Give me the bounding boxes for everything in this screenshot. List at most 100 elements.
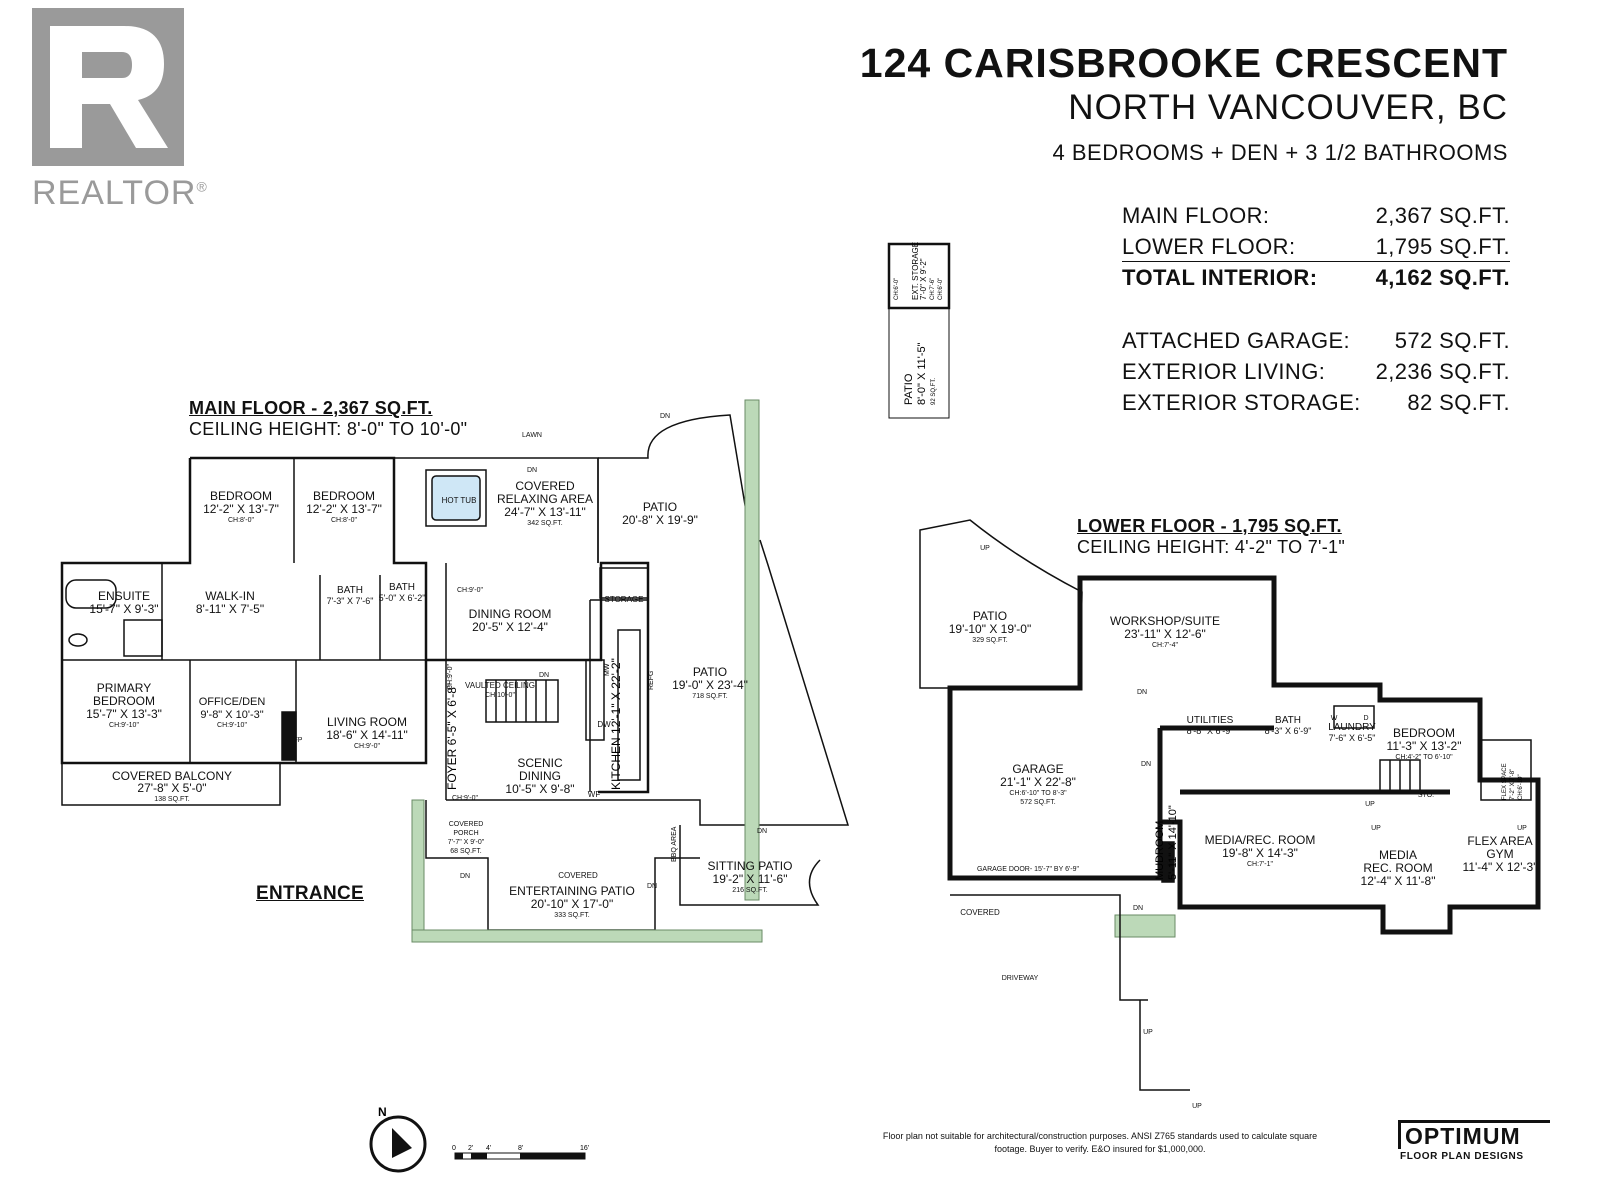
- room-dims: 20'-8" X 19'-9": [622, 513, 698, 527]
- ext-storage-labels: EXT. STORAGE 7'-0" X 9'-2" CH:7'-6" CH:6…: [894, 242, 944, 405]
- realtor-logo-mark: [32, 8, 184, 166]
- area-row-total: TOTAL INTERIOR:4,162 SQ.FT.: [1122, 262, 1510, 293]
- hot-tub-label: HOT TUB: [442, 496, 477, 505]
- area-label: EXTERIOR STORAGE:: [1122, 389, 1361, 415]
- room-dims: 11'-4" X 12'-3": [1463, 860, 1538, 874]
- microwave-label: MW: [604, 663, 611, 676]
- room-name: SITTING PATIO: [708, 859, 793, 873]
- ext-patio-name: PATIO: [903, 373, 915, 405]
- stair-down-label: DN: [1133, 905, 1143, 912]
- ext-storage-drawing: [887, 242, 951, 419]
- room-sqft: 333 SQ.FT.: [554, 912, 589, 919]
- garage-door-label: GARAGE DOOR- 15'-7" BY 6'-9": [977, 866, 1080, 873]
- stair-down-label: DN: [539, 672, 549, 679]
- room-name: LIVING ROOM: [327, 715, 407, 729]
- room-ceiling: CH:4'-2" TO 6'-10": [1395, 754, 1453, 761]
- room-name: GARAGE: [1012, 762, 1063, 776]
- ext-storage-name: EXT. STORAGE: [911, 242, 920, 300]
- main-floor-heading: MAIN FLOOR - 2,367 SQ.FT. CEILING HEIGHT…: [189, 398, 467, 440]
- lower-floor-ceiling: CEILING HEIGHT: 4'-2" TO 7'-1": [1077, 537, 1346, 557]
- stair-up-label: UP: [1371, 825, 1381, 832]
- room-name: MEDIA/REC. ROOM: [1205, 833, 1316, 847]
- stair-down-label: DN: [757, 828, 767, 835]
- scale-tick-label: 2': [468, 1145, 473, 1152]
- area-value: 82 SQ.FT.: [1407, 389, 1510, 415]
- room-dims: 19'-2" X 11'-6": [713, 872, 788, 886]
- ext-storage-ceiling: CH:7'-6": [930, 278, 936, 300]
- room-dims: 11'-3" X 13'-2": [1387, 739, 1462, 753]
- room-dims: 23'-11" X 12'-6": [1124, 627, 1206, 641]
- ext-storage-dims: 7'-0" X 9'-2": [919, 258, 928, 300]
- room-name: OFFICE/DEN: [199, 696, 266, 708]
- area-summary-table: MAIN FLOOR:2,367 SQ.FT. LOWER FLOOR:1,79…: [1122, 200, 1510, 418]
- room-dims: 19'-10" X 19'-0": [949, 622, 1031, 636]
- dryer-label: D: [1363, 715, 1368, 722]
- room-sqft: 342 SQ.FT.: [527, 520, 562, 527]
- area-value: 2,367 SQ.FT.: [1375, 203, 1510, 228]
- room-dims: 12'-4" X 11'-8": [1361, 874, 1436, 888]
- lower-floor-walls: [947, 575, 1541, 935]
- scale-tick-label: 0: [452, 1145, 456, 1152]
- room-name-line2: BEDROOM: [93, 694, 155, 708]
- room-name-line2: REC. ROOM: [1363, 861, 1432, 875]
- fridge-label: REFG: [648, 671, 655, 690]
- room-name-line2: RELAXING AREA: [497, 492, 593, 506]
- flex-space-dims: 7'-2" X 7'-8": [1510, 769, 1516, 800]
- vaulted-ceiling-height: CH:10'-0": [485, 692, 515, 699]
- storage-label: STORAGE: [605, 595, 644, 604]
- area-row-main: MAIN FLOOR:2,367 SQ.FT.: [1122, 200, 1510, 231]
- area-row-garage: ATTACHED GARAGE:572 SQ.FT.: [1122, 325, 1510, 356]
- room-sqft: 718 SQ.FT.: [692, 693, 727, 700]
- room-name: PATIO: [973, 609, 1007, 623]
- room-sqft: 138 SQ.FT.: [154, 796, 189, 803]
- main-floor-walls: [60, 414, 850, 931]
- room-dims: 18'-6" X 14'-11": [326, 728, 408, 742]
- area-row-exterior-storage: EXTERIOR STORAGE: 82 SQ.FT.: [1122, 387, 1510, 418]
- room-dims: 21'-1" X 22'-8": [1000, 775, 1076, 789]
- room-name: ENTERTAINING PATIO: [509, 884, 635, 898]
- room-ceiling: CH:8'-0": [331, 517, 358, 524]
- room-dims: 19'-0" X 23'-4": [672, 678, 748, 692]
- stair-down-label: DN: [1141, 761, 1151, 768]
- foyer-label: FOYER 6'-5" X 6'-8": [445, 683, 459, 790]
- fireplace-label: FP: [1163, 861, 1172, 868]
- ext-patio-dims: 8'-0" X 11'-5": [916, 342, 928, 405]
- mudroom-label: MUDROOM: [1154, 821, 1166, 880]
- room-dims: 8'-8" X 6'-9": [1187, 726, 1234, 736]
- room-name: DINING ROOM: [469, 607, 552, 621]
- room-name: COVERED BALCONY: [112, 769, 232, 783]
- property-address: 124 CARISBROOKE CRESCENT: [859, 40, 1508, 86]
- stair-up-label: UP: [1365, 801, 1375, 808]
- area-value: 4,162 SQ.FT.: [1375, 264, 1510, 290]
- ext-storage-ceiling: CH:6'-0": [894, 278, 900, 300]
- room-dims: 15'-7" X 13'-3": [86, 707, 162, 721]
- scale-tick-label: 16': [580, 1145, 589, 1152]
- property-city: NORTH VANCOUVER, BC: [1068, 88, 1508, 127]
- room-dims: 19'-8" X 14'-3": [1222, 846, 1298, 860]
- wood-fire-label: WF: [588, 790, 601, 799]
- room-dims: 20'-10" X 17'-0": [531, 897, 613, 911]
- area-label: EXTERIOR LIVING:: [1122, 358, 1326, 384]
- disclaimer-text: Floor plan not suitable for architectura…: [882, 1131, 1318, 1154]
- area-value: 2,236 SQ.FT.: [1375, 358, 1510, 384]
- area-value: 1,795 SQ.FT.: [1375, 234, 1510, 259]
- realtor-r-icon: [32, 8, 184, 166]
- room-name: SCENIC: [517, 756, 563, 770]
- room-ceiling: CH:7'-4": [1152, 642, 1179, 649]
- room-name: LAUNDRY: [1328, 722, 1376, 733]
- room-name: WORKSHOP/SUITE: [1110, 614, 1220, 628]
- room-dims: 7'-6" X 6'-5": [1329, 733, 1376, 743]
- optimum-wordmark: OPTIMUM: [1398, 1120, 1550, 1149]
- compass-label: N: [378, 1105, 387, 1119]
- room-dims: 15'-7" X 9'-3": [89, 602, 158, 616]
- room-sqft: 68 SQ.FT.: [450, 848, 482, 855]
- room-dims: 7'-3" X 7'-6": [327, 596, 374, 606]
- realtor-wordmark: REALTOR®: [32, 174, 208, 212]
- room-dims: 5'-0" X 6'-2": [379, 593, 426, 603]
- room-sqft: 329 SQ.FT.: [972, 637, 1007, 644]
- room-dims: 8'-11" X 7'-5": [196, 602, 264, 616]
- area-value: 572 SQ.FT.: [1394, 327, 1510, 353]
- room-ceiling: CH:8'-0": [228, 517, 255, 524]
- room-ceiling: CH:6'-10" TO 8'-3": [1009, 790, 1067, 797]
